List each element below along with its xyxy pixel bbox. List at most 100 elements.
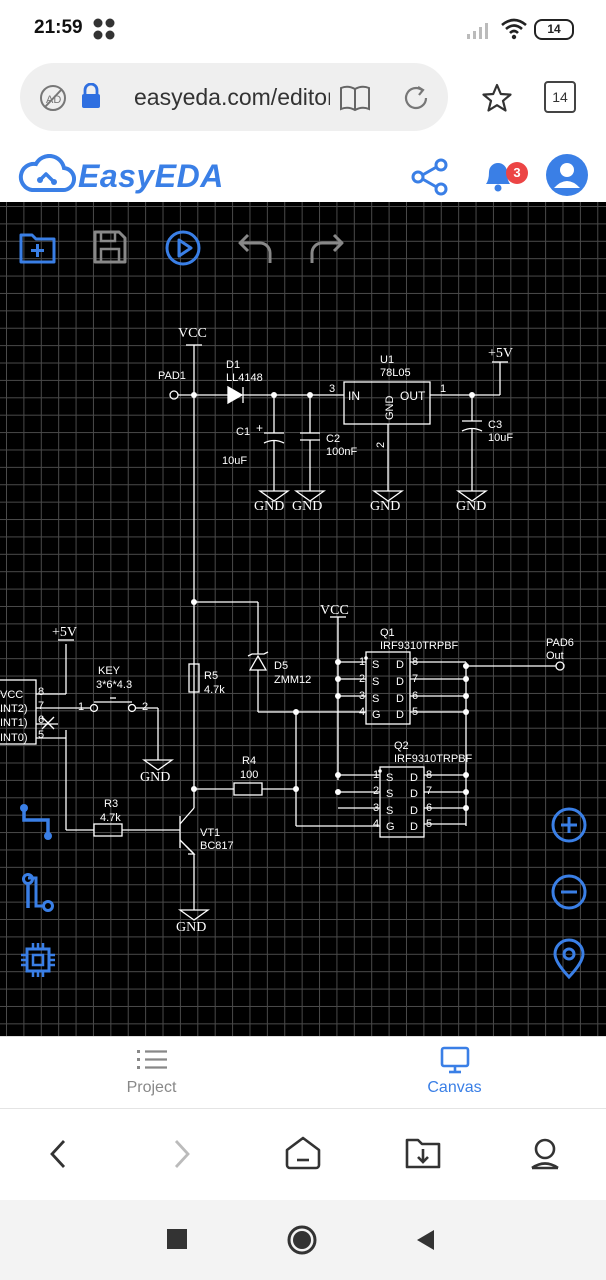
tab-project-label: Project <box>126 1079 177 1096</box>
redo-icon[interactable] <box>306 229 346 267</box>
url-text: easyeda.com/editor <box>134 84 330 110</box>
notification-bell-icon[interactable] <box>480 154 516 194</box>
zoom-in-icon[interactable] <box>550 806 588 844</box>
d5-ref: D5 <box>274 660 288 672</box>
browser-navigation-bar <box>0 1108 606 1201</box>
q2-pin-name: S <box>386 788 393 800</box>
c1-plus: + <box>256 421 263 435</box>
mcu-pin-name: INT1) <box>0 717 28 729</box>
chip-icon[interactable] <box>18 940 58 980</box>
q2-ref: Q2 <box>394 740 409 752</box>
reader-mode-icon[interactable] <box>338 83 372 113</box>
schematic-drawing[interactable]: VCC +5V PAD1 D1 LL4148 U1 78L05 IN OUT G… <box>0 202 606 1036</box>
back-icon[interactable] <box>46 1137 72 1171</box>
battery-indicator: 14 <box>534 19 574 40</box>
d1-value: LL4148 <box>226 372 263 384</box>
pin-icon[interactable] <box>18 872 58 912</box>
q2-pin-name: S <box>386 772 393 784</box>
schematic-canvas[interactable]: VCC +5V PAD1 D1 LL4148 U1 78L05 IN OUT G… <box>0 202 606 1036</box>
vt1-value: BC817 <box>200 840 234 852</box>
u1-ref: U1 <box>380 354 394 366</box>
zoom-out-icon[interactable] <box>550 873 588 911</box>
5v-left-label: +5V <box>52 625 77 640</box>
u1-pin-out: OUT <box>400 389 426 403</box>
key-pin2: 2 <box>142 701 148 713</box>
r4-ref: R4 <box>242 755 256 767</box>
mcu-pin-number: 5 <box>38 729 44 741</box>
profile-icon[interactable] <box>526 1135 564 1173</box>
save-icon[interactable] <box>92 229 128 265</box>
q1-pin-left: 1 <box>359 656 365 668</box>
location-icon[interactable] <box>552 938 586 980</box>
forward-icon[interactable] <box>168 1137 194 1171</box>
mcu-pin-name: INT2) <box>0 703 28 715</box>
gnd-label-vt1: GND <box>176 920 206 935</box>
c2-ref: C2 <box>326 433 340 445</box>
mcu-pin-number: 7 <box>38 700 44 712</box>
undo-icon[interactable] <box>236 229 276 267</box>
u1-pin3: 3 <box>329 383 335 395</box>
q2-pin-right: 5 <box>426 818 432 830</box>
gnd-label-c3: GND <box>456 499 486 514</box>
run-icon[interactable] <box>164 229 202 267</box>
c1-value: 10uF <box>222 455 247 467</box>
system-home-icon[interactable] <box>286 1224 318 1256</box>
q1-pin-left: 3 <box>359 690 365 702</box>
lock-icon <box>82 83 100 108</box>
url-field[interactable]: AD easyeda.com/editor <box>20 63 448 131</box>
new-project-icon[interactable] <box>18 229 58 265</box>
browser-address-bar: AD easyeda.com/editor 14 <box>0 58 606 144</box>
bottom-tab-bar: Project Canvas <box>0 1036 606 1109</box>
tab-project[interactable]: Project <box>0 1037 303 1109</box>
c3-ref: C3 <box>488 419 502 431</box>
wifi-icon <box>501 18 527 40</box>
key-pin1: 1 <box>78 701 84 713</box>
r5-ref: R5 <box>204 670 218 682</box>
u1-value: 78L05 <box>380 367 411 379</box>
wire-icon[interactable] <box>18 802 58 842</box>
q2-pin-left: 3 <box>373 802 379 814</box>
q2-pin-name: G <box>386 821 395 833</box>
d1-ref: D1 <box>226 359 240 371</box>
q1-pin-right: 6 <box>412 690 418 702</box>
home-icon[interactable] <box>284 1135 322 1171</box>
u1-pin-in: IN <box>348 389 360 403</box>
status-bar: 21:59 14 <box>0 0 606 58</box>
system-back-icon[interactable] <box>414 1228 436 1252</box>
reload-icon[interactable] <box>402 83 430 113</box>
gnd-label-c2: GND <box>292 499 322 514</box>
tab-canvas-label: Canvas <box>427 1079 482 1096</box>
cell-signal-icon <box>467 23 488 39</box>
key-value: 3*6*4.3 <box>96 679 132 691</box>
mcu-pin-number: 6 <box>38 714 44 726</box>
q1-pin-name: D <box>396 676 404 688</box>
q2-pin-name: D <box>410 788 418 800</box>
c3-value: 10uF <box>488 432 513 444</box>
pad6-value: Out <box>546 650 564 662</box>
q1-pin-name: S <box>372 693 379 705</box>
tab-switcher-button[interactable]: 14 <box>544 81 576 113</box>
mcu-pin-number: 8 <box>38 686 44 698</box>
user-avatar-icon[interactable] <box>546 154 588 196</box>
vcc-q1-label: VCC <box>320 603 349 618</box>
share-icon[interactable] <box>410 158 450 196</box>
r3-ref: R3 <box>104 798 118 810</box>
q2-pin-name: D <box>410 821 418 833</box>
q1-pin-right: 8 <box>412 656 418 668</box>
tab-canvas[interactable]: Canvas <box>303 1037 606 1109</box>
vt1-ref: VT1 <box>200 827 220 839</box>
r3-value: 4.7k <box>100 812 121 824</box>
pad6-ref: PAD6 <box>546 637 574 649</box>
bookmark-star-icon[interactable] <box>481 82 513 114</box>
q1-pin-right: 5 <box>412 706 418 718</box>
downloads-icon[interactable] <box>404 1135 442 1171</box>
q2-pin-name: D <box>410 805 418 817</box>
recents-icon[interactable] <box>166 1228 188 1250</box>
app-header: EasyEDA 3 <box>0 144 606 202</box>
q2-pin-right: 8 <box>426 769 432 781</box>
ad-block-icon[interactable]: AD <box>38 83 68 113</box>
pad1-label: PAD1 <box>158 370 186 382</box>
q1-pin-name: D <box>396 659 404 671</box>
u1-pin1: 1 <box>440 383 446 395</box>
q1-value: IRF9310TRPBF <box>380 640 459 652</box>
